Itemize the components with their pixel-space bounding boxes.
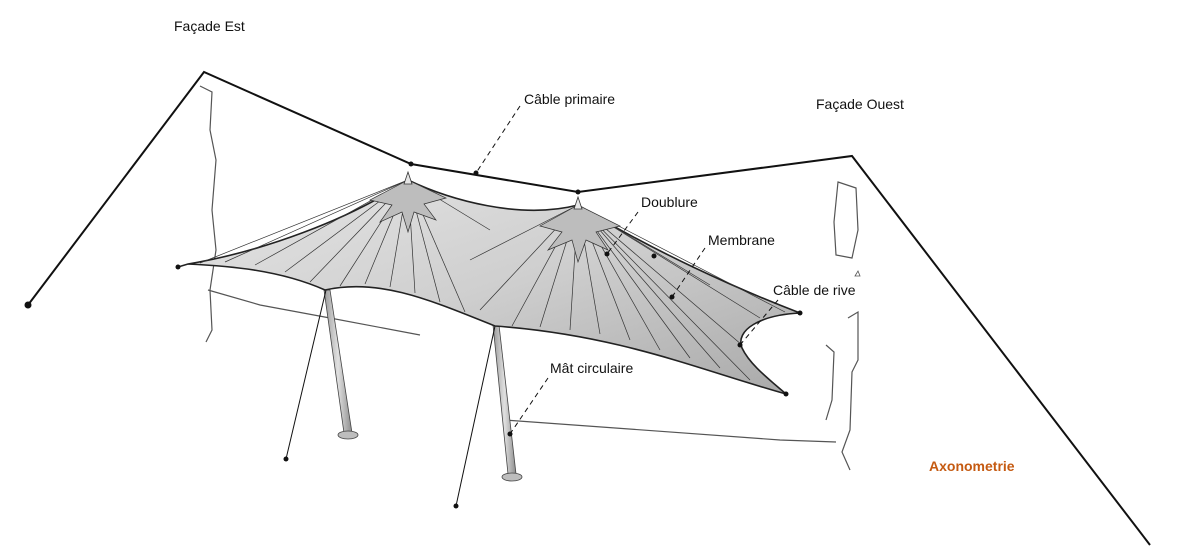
cable-node <box>575 189 581 195</box>
edge-node <box>651 253 657 259</box>
membrane <box>177 170 801 395</box>
facade-ouest-wall <box>504 181 859 471</box>
edge-node <box>783 391 789 397</box>
mast-right <box>453 324 523 509</box>
cable-node <box>473 170 479 176</box>
edge-node <box>797 310 803 316</box>
doublure-patches <box>368 179 622 264</box>
label-cable-de-rive: Câble de rive <box>773 282 856 298</box>
label-membrane: Membrane <box>708 232 775 248</box>
caption-axonometrie: Axonometrie <box>929 458 1015 474</box>
cable-primaire-line <box>27 70 1151 546</box>
mast-left <box>283 289 359 462</box>
facade-est-wall <box>199 85 421 343</box>
anchor-point <box>24 301 32 309</box>
cable-node <box>408 161 414 167</box>
leader-lines <box>475 105 779 435</box>
label-facade-est: Façade Est <box>174 18 245 34</box>
label-cable-primaire: Câble primaire <box>524 91 615 107</box>
edge-node <box>175 264 181 270</box>
label-mat-circulaire: Mât circulaire <box>550 360 633 376</box>
label-doublure: Doublure <box>641 194 698 210</box>
label-facade-ouest: Façade Ouest <box>816 96 904 112</box>
